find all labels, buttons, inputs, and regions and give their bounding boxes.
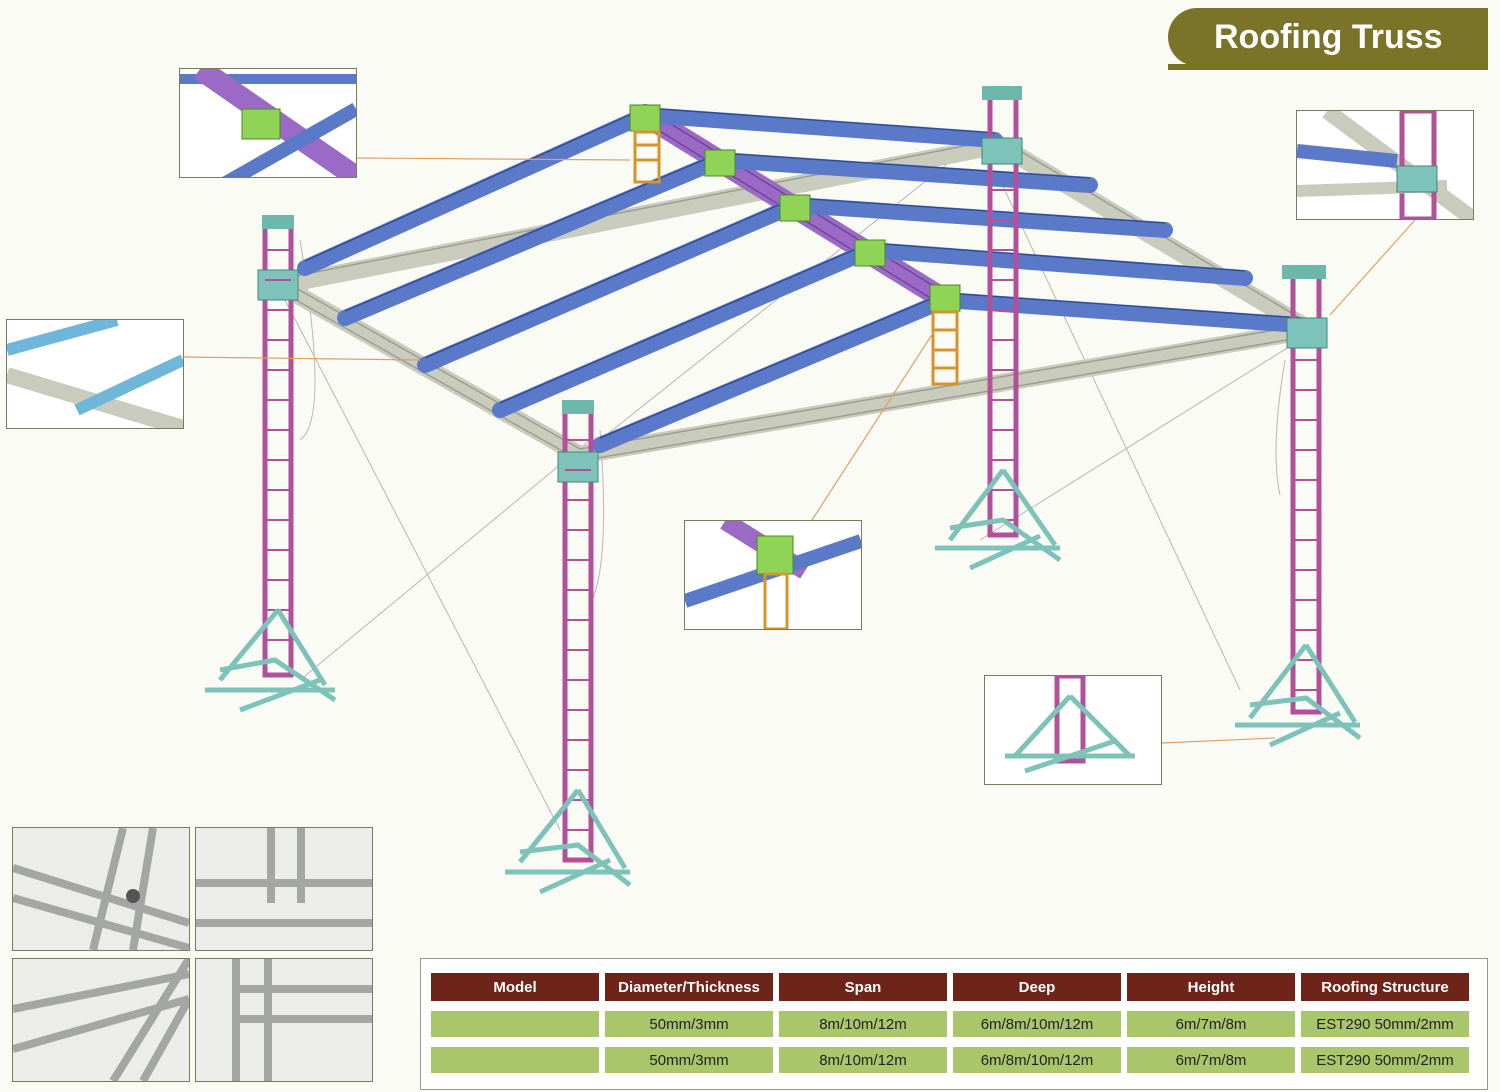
cell-diameter: 50mm/3mm [605, 1011, 773, 1037]
col-header-diameter: Diameter/Thickness [605, 973, 773, 1001]
king-posts [633, 130, 959, 386]
photo-inset-4 [195, 958, 373, 1082]
detail-inset-base [984, 675, 1162, 785]
cell-height: 6m/7m/8m [1127, 1047, 1295, 1073]
ridge-brackets [629, 104, 961, 312]
cell-deep: 6m/8m/10m/12m [953, 1047, 1121, 1073]
cell-span: 8m/10m/12m [779, 1011, 947, 1037]
detail-inset-king-post [684, 520, 862, 630]
cell-roofing: EST290 50mm/2mm [1301, 1047, 1469, 1073]
spec-table: Model Diameter/Thickness Span Deep Heigh… [425, 963, 1475, 1083]
cell-height: 6m/7m/8m [1127, 1011, 1295, 1037]
tower-left [257, 215, 299, 678]
photo-inset-3 [12, 958, 190, 1082]
table-row: 50mm/3mm 8m/10m/12m 6m/8m/10m/12m 6m/7m/… [431, 1011, 1469, 1037]
col-header-deep: Deep [953, 973, 1121, 1001]
tower-right [1282, 265, 1328, 715]
page-title-tab: Roofing Truss [1168, 8, 1488, 66]
perimeter-truss-lattice [279, 138, 1311, 462]
col-header-model: Model [431, 973, 599, 1001]
cell-model [431, 1047, 599, 1073]
rafters-front [297, 107, 953, 453]
spec-table-header-row: Model Diameter/Thickness Span Deep Heigh… [431, 973, 1469, 1001]
cell-roofing: EST290 50mm/2mm [1301, 1011, 1469, 1037]
photo-inset-1 [12, 827, 190, 951]
perimeter-truss [271, 136, 1319, 464]
tower-back [981, 86, 1023, 538]
detail-inset-perimeter [6, 319, 184, 429]
towers [257, 86, 1328, 863]
cell-deep: 6m/8m/10m/12m [953, 1011, 1121, 1037]
page-title: Roofing Truss [1214, 18, 1443, 56]
tower-bases [205, 468, 1362, 895]
spec-table-panel: Model Diameter/Thickness Span Deep Heigh… [420, 958, 1488, 1090]
cell-model [431, 1011, 599, 1037]
cell-diameter: 50mm/3mm [605, 1047, 773, 1073]
rafters-back [637, 107, 1308, 333]
callout-lines [182, 157, 1416, 744]
title-rule [1168, 64, 1488, 70]
col-header-roofing: Roofing Structure [1301, 973, 1469, 1001]
detail-inset-corner-top-right [1296, 110, 1474, 220]
photo-inset-2 [195, 827, 373, 951]
col-header-span: Span [779, 973, 947, 1001]
tower-front [557, 400, 599, 863]
cell-span: 8m/10m/12m [779, 1047, 947, 1073]
col-header-height: Height [1127, 973, 1295, 1001]
detail-inset-ridge-top [179, 68, 357, 178]
table-row: 50mm/3mm 8m/10m/12m 6m/8m/10m/12m 6m/7m/… [431, 1047, 1469, 1073]
